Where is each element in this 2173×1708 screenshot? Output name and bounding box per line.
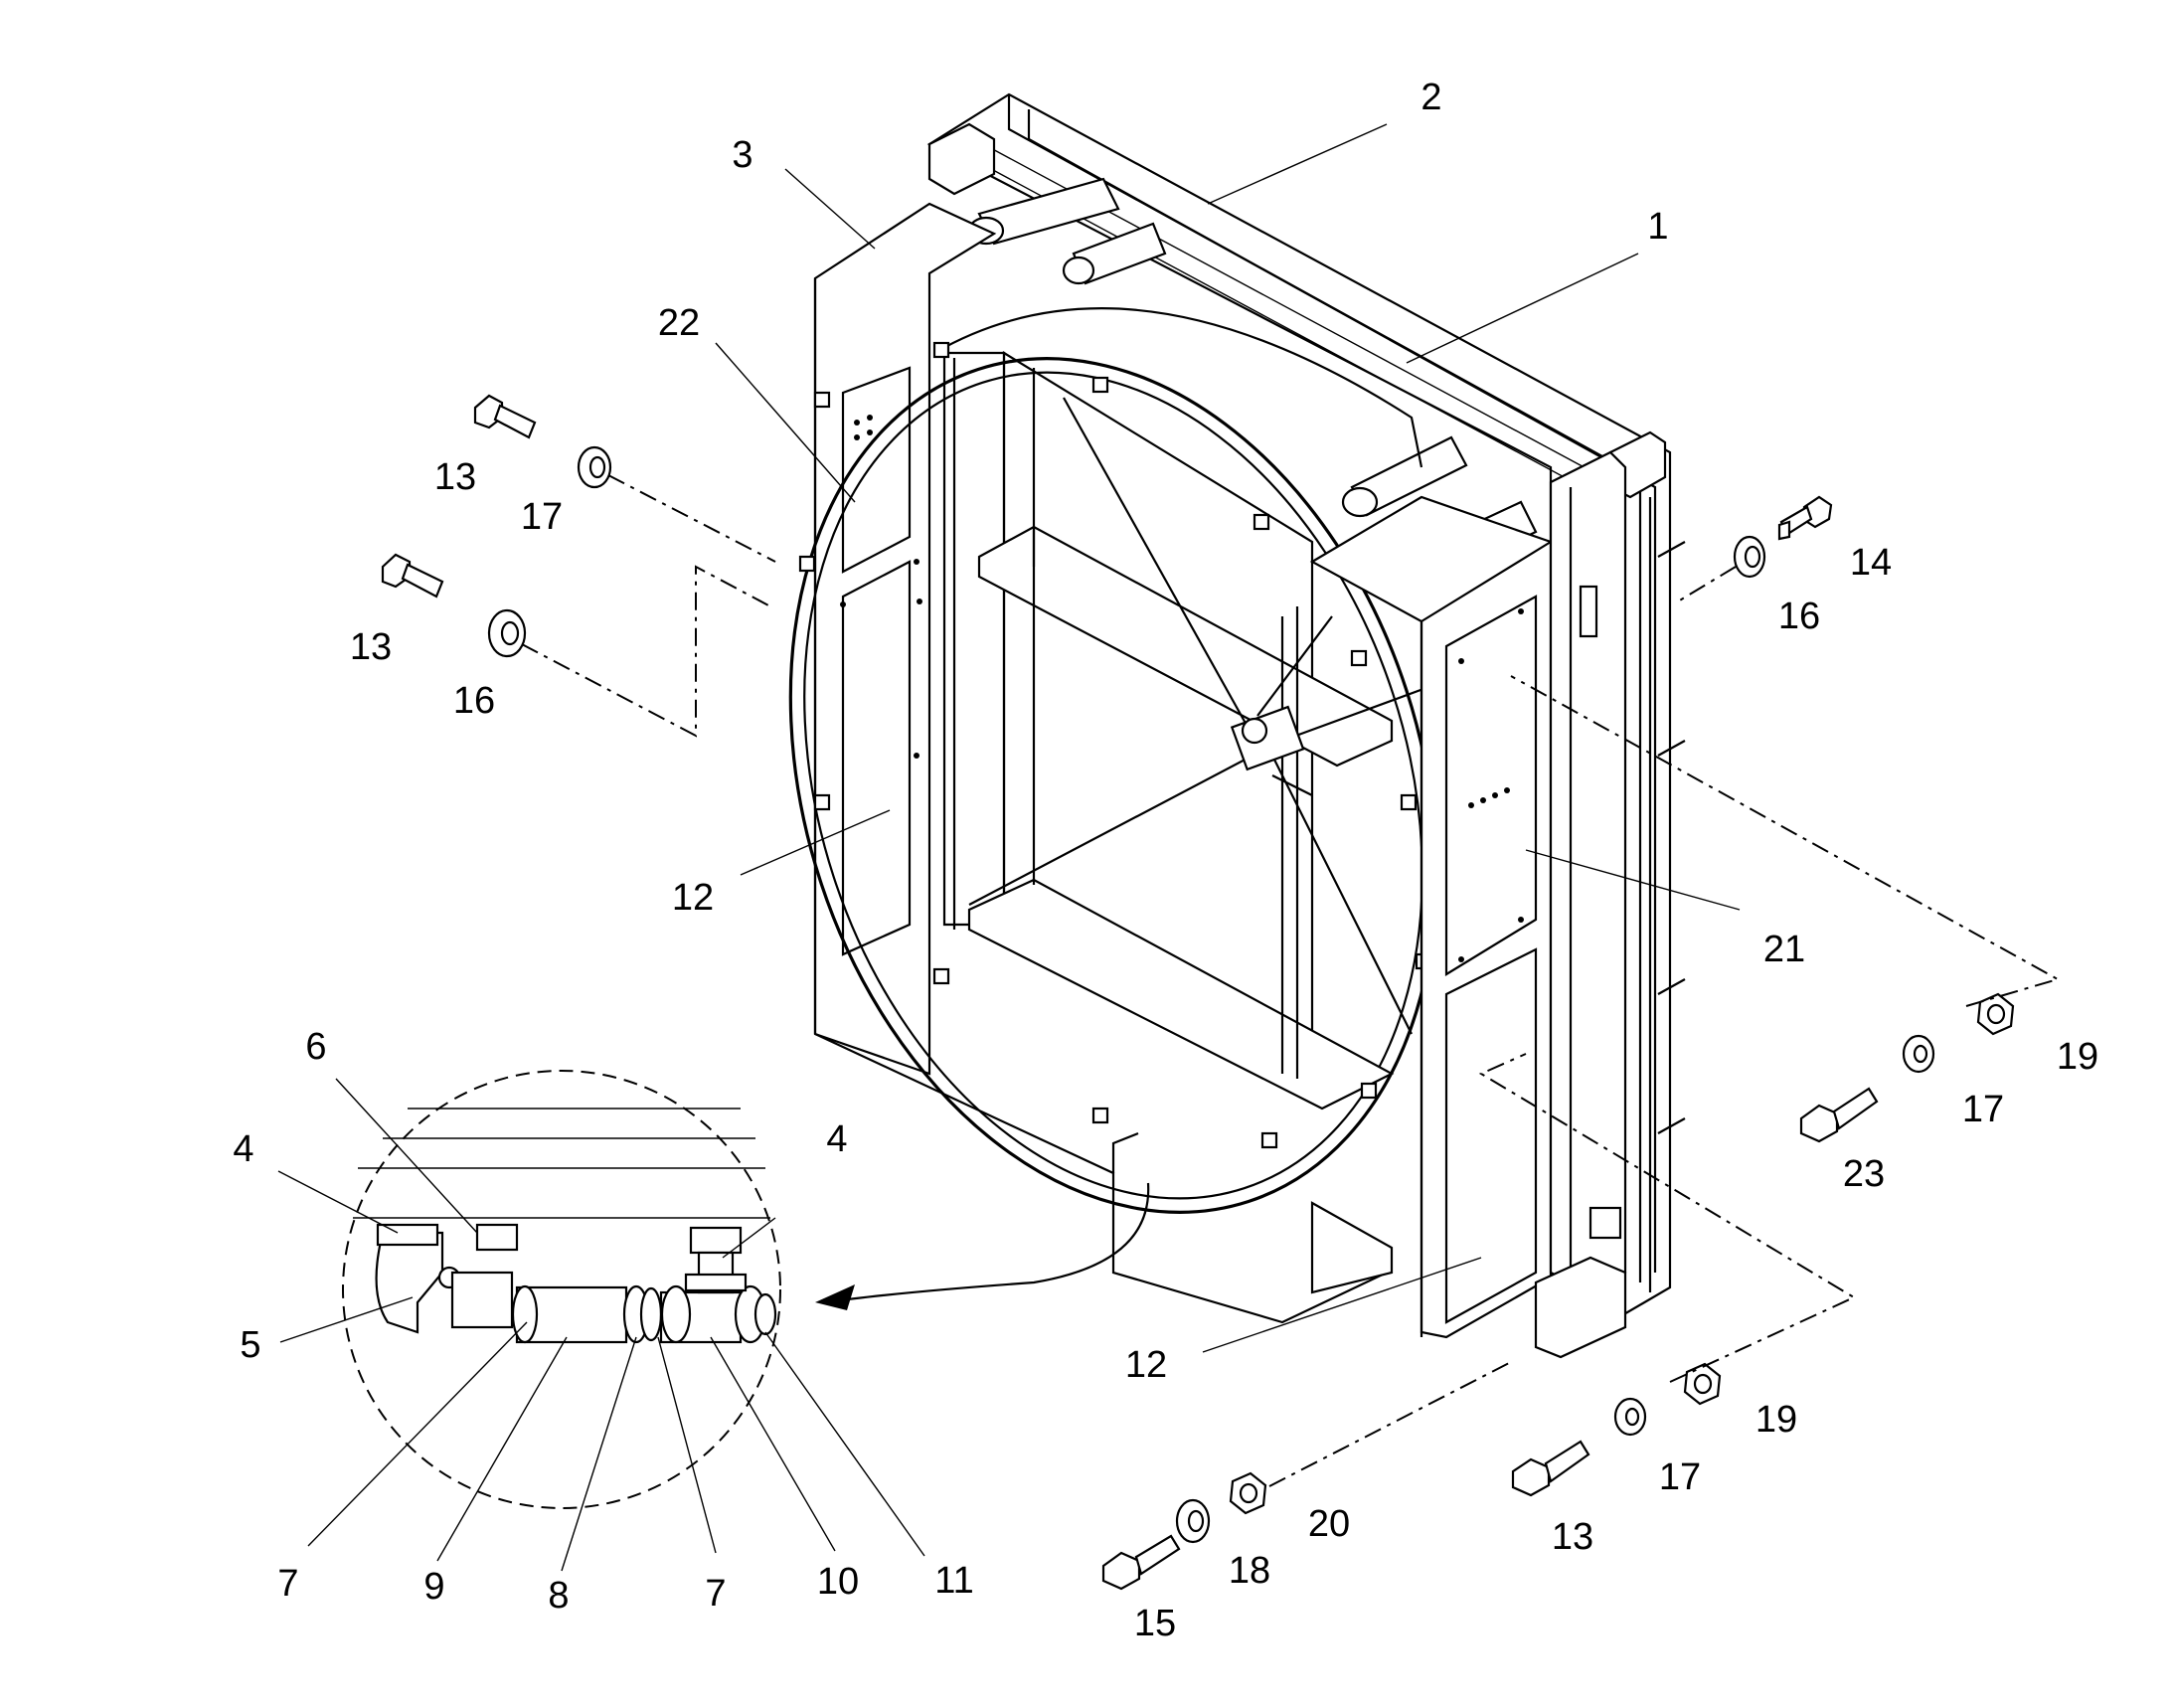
- callout-21: 21: [1763, 929, 1805, 970]
- callout-19-upper: 19: [2057, 1036, 2098, 1078]
- callout-10: 10: [817, 1561, 859, 1603]
- callout-3: 3: [732, 134, 752, 176]
- washer-17-right-upper: [1902, 1034, 1935, 1074]
- callout-2: 2: [1421, 77, 1441, 118]
- hardware: [381, 394, 2015, 1591]
- fan-ring: [788, 307, 1438, 1214]
- washer-16-right: [1733, 535, 1766, 579]
- callout-23: 23: [1843, 1153, 1885, 1195]
- callout-13-upper: 13: [434, 456, 476, 498]
- callout-13-lower: 13: [1552, 1516, 1593, 1558]
- inner-frame: [942, 351, 1395, 1110]
- bolt-13-mid: [381, 553, 444, 598]
- callout-5: 5: [240, 1324, 260, 1366]
- nut-20: [1229, 1471, 1267, 1515]
- callout-20: 20: [1308, 1503, 1350, 1545]
- leader-lines: [277, 123, 1741, 1572]
- callout-12-left: 12: [672, 877, 714, 919]
- nut-19-upper: [1976, 992, 2015, 1036]
- callout-11: 11: [934, 1560, 973, 1602]
- bolt-13-lower: [1511, 1440, 1590, 1497]
- callout-8: 8: [548, 1575, 569, 1617]
- callout-16-right: 16: [1778, 596, 1820, 637]
- center-lines: [521, 474, 2061, 1487]
- callout-7-left: 7: [277, 1563, 298, 1605]
- callout-4-right: 4: [826, 1118, 847, 1160]
- left-panel: [840, 366, 922, 956]
- callout-17-right: 17: [1962, 1089, 2004, 1130]
- callout-1: 1: [1647, 206, 1668, 248]
- washer-17-lower: [1613, 1397, 1647, 1437]
- right-side-box: [1309, 495, 1553, 1339]
- washer-17-upper: [577, 445, 612, 489]
- bolt-14: [1777, 495, 1833, 541]
- callout-22: 22: [658, 302, 700, 344]
- bolt-15: [1101, 1534, 1181, 1591]
- callout-13-mid: 13: [350, 626, 392, 668]
- callout-4-left: 4: [233, 1128, 253, 1170]
- fan-hub: [968, 397, 1432, 1035]
- callout-18: 18: [1229, 1550, 1270, 1592]
- right-bracket: [1534, 450, 1627, 1359]
- callout-14: 14: [1850, 542, 1892, 584]
- callout-6: 6: [305, 1026, 326, 1068]
- washer-16-left: [487, 608, 527, 658]
- bolt-13-upper: [473, 394, 537, 439]
- callout-17-upper: 17: [521, 496, 563, 538]
- washer-18: [1175, 1498, 1211, 1544]
- callout-15: 15: [1134, 1603, 1176, 1644]
- callout-12-right: 12: [1125, 1344, 1167, 1386]
- callout-16-left: 16: [453, 680, 495, 722]
- callout-17-lower: 17: [1659, 1456, 1701, 1498]
- callout-19-lower: 19: [1755, 1399, 1797, 1441]
- nut-19-lower: [1683, 1362, 1722, 1406]
- callout-7-right: 7: [705, 1573, 726, 1615]
- bolt-23: [1799, 1087, 1879, 1143]
- detail-inset: [342, 1070, 1150, 1509]
- radiator-shroud-assembly: [788, 92, 1686, 1359]
- ring-clips: [798, 341, 1432, 1149]
- callout-9: 9: [423, 1566, 444, 1608]
- callout-labels: 1 2 3 4 4 5 6 7 7 8 9 10 11 12 12 13 13 …: [233, 77, 2098, 1644]
